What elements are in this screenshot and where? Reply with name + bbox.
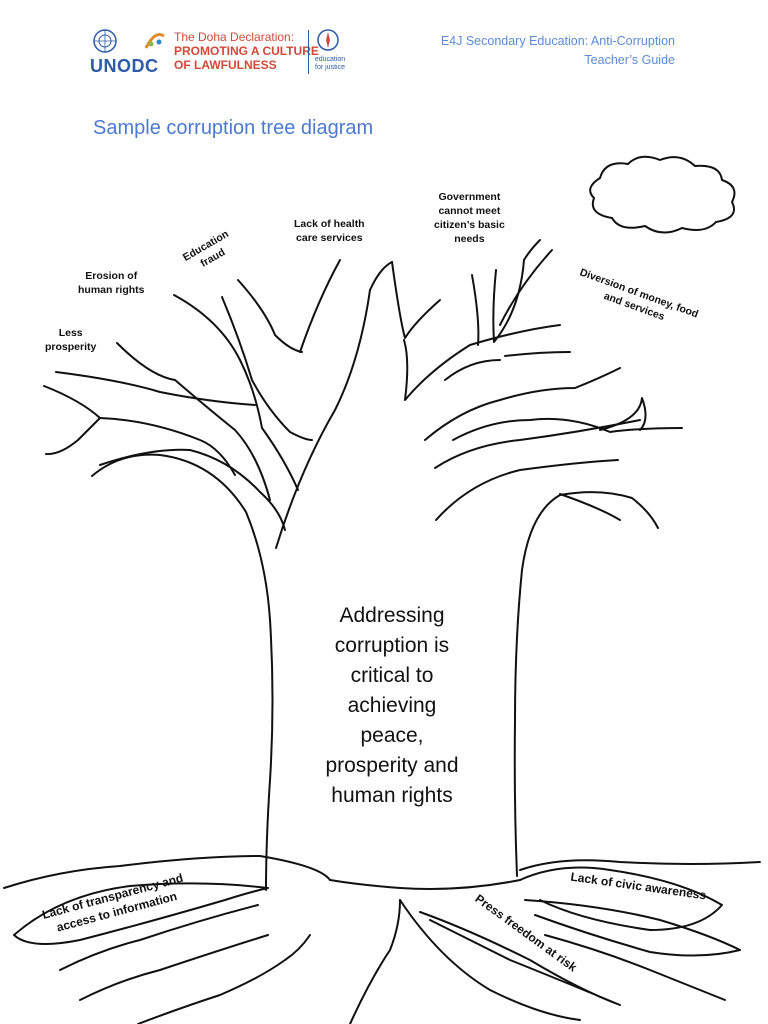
branch-erosion: [116, 342, 271, 501]
branch-left-low: [43, 385, 101, 456]
branch-left-lower: [99, 448, 286, 531]
doha-subtitle-line2: OF LAWFULNESS: [174, 58, 277, 72]
branch-gov-a: [492, 239, 541, 343]
branch-label-less-prosperity: Less prosperity: [45, 327, 97, 353]
header-right-text: E4J Secondary Education: Anti-Corruption…: [441, 32, 675, 70]
root-press-inner: [419, 911, 621, 1006]
root-center: [329, 879, 521, 890]
branch-less-prosperity: [55, 371, 256, 406]
root-bottom-left: [137, 934, 311, 1024]
branch-right-3: [444, 359, 501, 381]
branch-right-1: [403, 324, 561, 401]
branch-gov-b: [499, 249, 553, 326]
branch-label-lack-of-health-care: Lack of health care services: [294, 218, 365, 244]
branch-health: [237, 279, 303, 353]
root-transparency-lower: [59, 904, 259, 971]
root-civic-lower: [524, 899, 741, 957]
branch-health-right: [299, 259, 341, 353]
branch-education: [173, 294, 299, 491]
root-right-bottom: [544, 934, 726, 1001]
ground-left: [3, 855, 331, 889]
logo-divider: [308, 30, 309, 74]
root-lower-left: [79, 934, 269, 1001]
branch-government: [471, 274, 480, 346]
branch-right-5: [452, 417, 683, 441]
branch-right-4: [424, 367, 621, 441]
page-title: Sample corruption tree diagram: [93, 117, 374, 139]
branch-center-top: [369, 261, 393, 291]
branch-right-9: [559, 493, 621, 521]
root-transparency-top: [13, 882, 269, 945]
doha-declaration-icon: [144, 33, 165, 49]
branch-right-leaf: [599, 397, 647, 431]
header-series: E4J Secondary Education: Anti-Corruption: [440, 34, 675, 48]
cloud-shape: [589, 155, 736, 234]
branch-right-6: [434, 419, 641, 469]
trunk-center-left: [275, 289, 371, 549]
header-guide: Teacher’s Guide: [584, 53, 675, 67]
branch-right-7: [435, 459, 619, 521]
un-emblem-icon: [93, 29, 117, 53]
branch-right-2: [504, 351, 571, 357]
document-header: UNODC The Doha Declaration: PROMOTING A …: [0, 0, 768, 90]
trunk-statement: Addressing corruption is critical to ach…: [325, 604, 459, 807]
root-center-down: [349, 899, 401, 1024]
doha-title: The Doha Declaration:: [174, 30, 295, 44]
e4j-label: education for justice: [314, 56, 346, 71]
compass-icon: [317, 29, 339, 51]
branch-left-fork: [99, 417, 236, 476]
unodc-logo: UNODC The Doha Declaration: PROMOTING A …: [90, 26, 350, 78]
branch-label-erosion-of-human-rights: Erosion of human rights: [78, 270, 145, 296]
branch-edu-inner: [221, 296, 313, 441]
doha-subtitle-line1: PROMOTING A CULTURE: [174, 44, 319, 58]
root-civic: [519, 866, 723, 931]
branch-label-government: Government cannot meet citizen’s basic n…: [434, 191, 505, 245]
unodc-wordmark: UNODC: [90, 56, 159, 76]
branch-right-8: [559, 491, 659, 529]
root-press-outer: [399, 899, 581, 1021]
ground-right: [519, 859, 761, 871]
trunk-right-edge: [513, 494, 561, 877]
trunk-left-edge: [91, 453, 274, 891]
trunk-center-right: [391, 261, 441, 339]
